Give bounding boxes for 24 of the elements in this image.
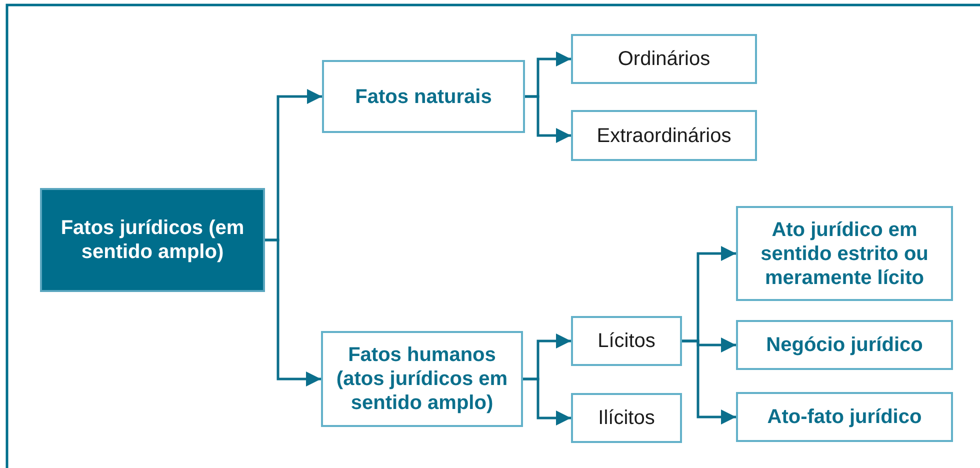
arrow	[682, 340, 736, 424]
arrow	[523, 378, 571, 426]
root-box	[40, 188, 265, 292]
category-box	[736, 392, 953, 442]
arrow	[525, 95, 571, 143]
box-label: Fatos humanos (atos jurídicos em sentido amplo)	[335, 343, 509, 415]
category-box	[736, 206, 953, 301]
box-label: Ilícitos	[597, 406, 656, 430]
category-box	[571, 316, 682, 366]
box-label: Ordinários	[616, 47, 712, 71]
box-label: Extraordinários	[596, 124, 732, 148]
category-box	[571, 34, 757, 84]
category-box	[322, 60, 525, 133]
box-label: Ato-fato jurídico	[766, 405, 923, 429]
category-box	[736, 320, 953, 370]
category-box	[321, 331, 523, 427]
box-label: Fatos jurídicos (em sentido amplo)	[60, 216, 246, 264]
box-label: Fatos naturais	[354, 84, 493, 108]
box-label: Negócio jurídico	[765, 333, 924, 357]
category-box	[571, 110, 757, 161]
box-label: Ato jurídico em sentido estrito ou meramente lícito	[760, 218, 930, 290]
category-box	[571, 393, 682, 443]
box-label: Lícitos	[596, 329, 656, 353]
arrow	[265, 238, 321, 386]
